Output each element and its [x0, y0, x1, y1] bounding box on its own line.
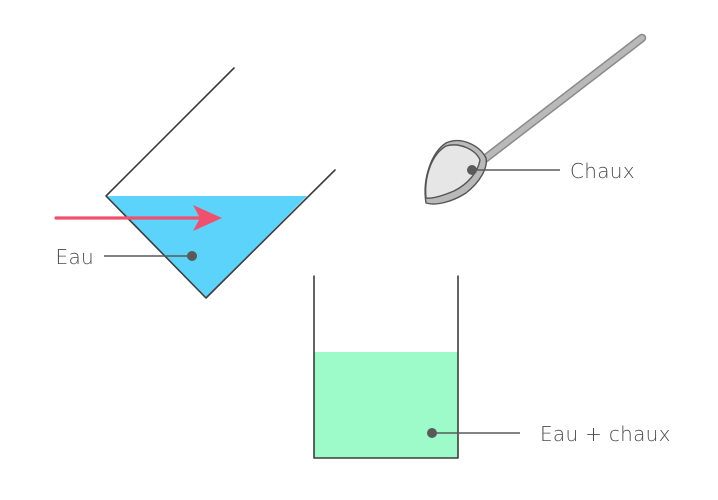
tilted-glass-outline	[105, 67, 336, 299]
spoon-handle	[479, 35, 645, 164]
mixture-leader-dot	[427, 428, 437, 438]
beaker-icon	[313, 275, 459, 459]
lime-leader-dot	[467, 165, 477, 175]
spoon-icon	[424, 33, 647, 205]
tilted-glass-icon	[105, 67, 336, 299]
beaker-outline	[313, 275, 459, 459]
mixture-fill	[314, 352, 458, 458]
water-leader-dot	[187, 251, 197, 261]
mixture-callout: Eau + chaux	[427, 422, 671, 446]
lime-label: Chaux	[570, 159, 635, 183]
water-fill	[106, 196, 307, 298]
water-label: Eau	[56, 245, 94, 269]
mixture-label: Eau + chaux	[540, 422, 671, 446]
water-callout: Eau	[56, 245, 197, 269]
pour-arrow-head	[193, 205, 222, 231]
lime-powder	[425, 144, 481, 199]
arrow-right-icon	[54, 205, 222, 231]
lime-callout: Chaux	[467, 159, 635, 183]
